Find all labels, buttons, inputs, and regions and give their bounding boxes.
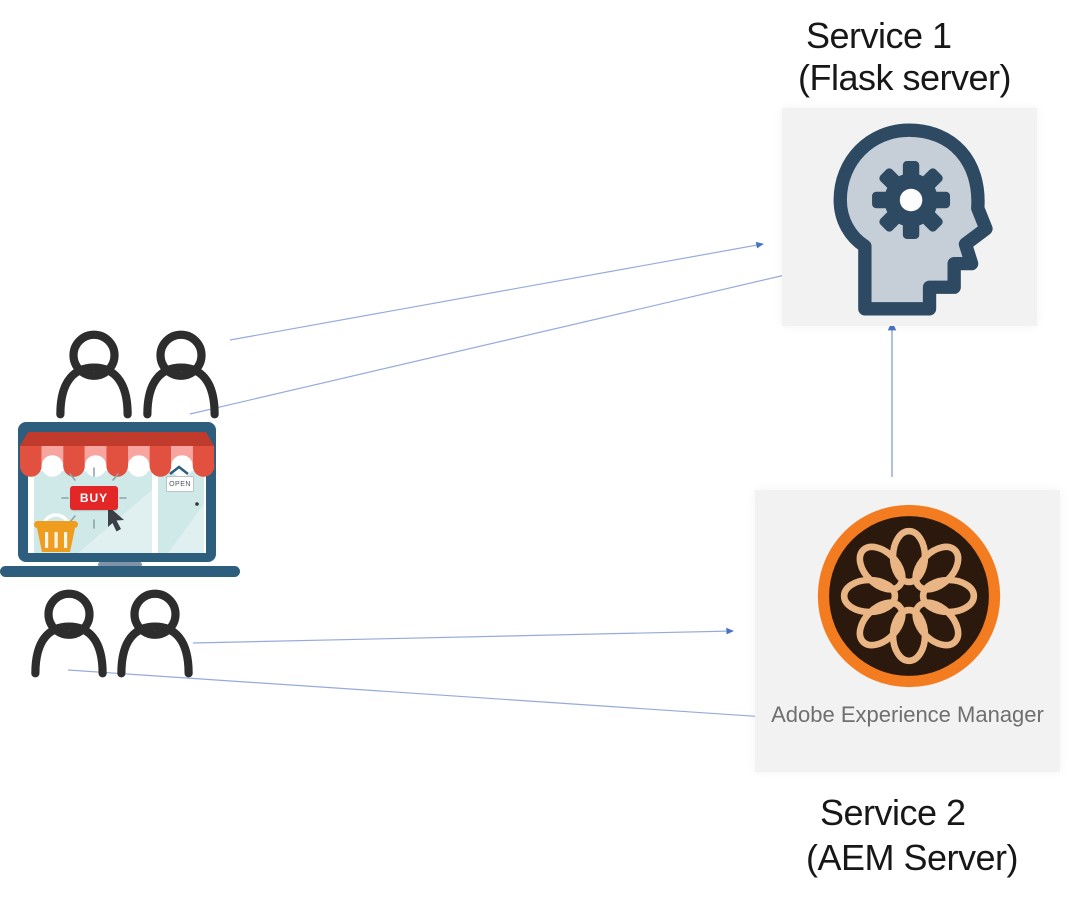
user-icon-bottom-2 [117, 589, 193, 678]
buy-sunburst-rays [61, 467, 127, 529]
connector-bottom-users-to-service2-a [192, 627, 734, 644]
service1-subtitle: (Flask server) [798, 57, 1012, 98]
service1-title: Service 1 [806, 15, 952, 56]
open-sign-hanger [169, 465, 189, 475]
service1-box [782, 108, 1037, 326]
online-shop-laptop-illustration [0, 422, 240, 577]
connector-top-users-to-service1-b [189, 270, 799, 415]
awning [20, 432, 215, 477]
gear-icon [872, 161, 951, 239]
aem-knot-pattern [840, 527, 978, 665]
cursor-icon [108, 506, 124, 532]
user-icon-top-2 [143, 330, 219, 419]
user-icon-bottom-1 [31, 589, 107, 678]
service2-title: Service 2 [820, 792, 966, 833]
door-handle [195, 502, 199, 506]
buy-button: BUY [70, 486, 118, 510]
head-with-gear-icon [833, 123, 993, 316]
shopping-basket-icon [34, 513, 78, 552]
user-icon-top-1 [56, 330, 132, 419]
service2-box: Adobe Experience Manager [755, 490, 1060, 772]
open-sign: OPEN [166, 476, 194, 492]
adobe-experience-manager-logo [817, 504, 1001, 688]
laptop-hinge [98, 562, 142, 567]
connector-bottom-users-to-service2-b [67, 669, 767, 720]
connector-top-users-to-service1-a [229, 241, 764, 341]
aem-logo-caption: Adobe Experience Manager [771, 702, 1044, 727]
laptop-base [0, 566, 240, 577]
service2-subtitle: (AEM Server) [806, 837, 1019, 878]
